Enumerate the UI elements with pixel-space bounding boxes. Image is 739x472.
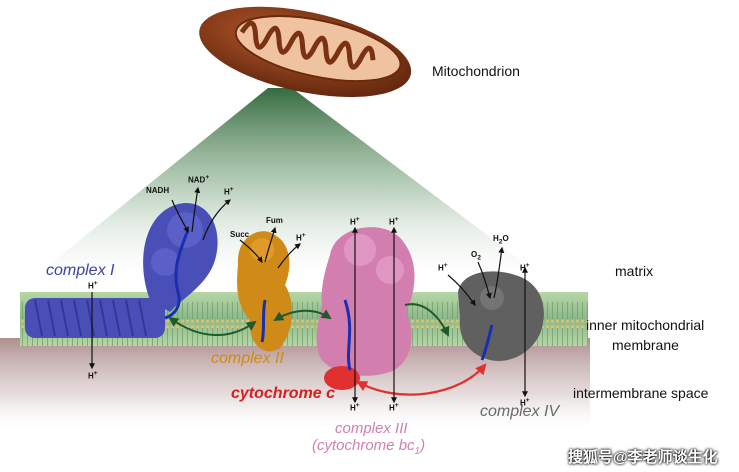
- h-label-c4-top: H+: [520, 262, 530, 273]
- h-label-c3-bottom-2: H+: [389, 402, 399, 413]
- succ-label: Succ: [230, 230, 250, 239]
- h-sup: +: [525, 262, 530, 269]
- h-label-c3-top-2: H+: [389, 216, 399, 227]
- mitochondrion-label: Mitochondrion: [432, 63, 520, 79]
- o2-sub: 2: [477, 254, 481, 262]
- complex-2-label: complex II: [211, 350, 284, 367]
- quinone-arrow-3: [404, 303, 450, 337]
- h2o-pre: H: [493, 234, 499, 243]
- h-label-c3-bottom-1: H+: [350, 402, 360, 413]
- h-sup: +: [93, 280, 98, 287]
- intermembrane-label: intermembrane space: [573, 385, 709, 401]
- nadh-label: NADH: [146, 186, 170, 195]
- cyt-c-arrow: [356, 363, 487, 396]
- h-sup: +: [394, 402, 399, 409]
- h-sup: +: [355, 402, 360, 409]
- arrow-c1-h-up: [202, 199, 231, 241]
- h-text: H: [438, 263, 444, 273]
- arrow-nad: [191, 186, 201, 233]
- arrow-c4-h: [447, 274, 476, 306]
- matrix-label: matrix: [615, 263, 654, 279]
- h-text: H: [520, 398, 526, 408]
- h-sup: +: [394, 216, 399, 223]
- complex-3-alt-text: (cytochrome bc: [312, 437, 415, 454]
- arrow-c2-h: [277, 243, 301, 269]
- h-label-c1-bottom: H+: [88, 370, 98, 381]
- complex-3-alt-sub: 1: [414, 446, 421, 457]
- h-sup: +: [525, 397, 530, 404]
- fum-label: Fum: [266, 216, 283, 225]
- h-sup: +: [229, 186, 234, 193]
- arrow-succ: [239, 239, 263, 263]
- quinone-arrow-2: [273, 309, 332, 322]
- watermark: 搜狐号@李老师谈生化: [568, 449, 718, 466]
- h2o-post: O: [502, 234, 509, 243]
- h-text: H: [389, 403, 395, 413]
- cytochrome-c-label: cytochrome c: [231, 385, 336, 402]
- arrow-o2: [477, 261, 492, 300]
- h-label-c2: H+: [296, 232, 306, 243]
- complex-1-label: complex I: [46, 262, 115, 279]
- nad-text: NAD: [188, 175, 206, 185]
- h-label-c1-top: H+: [224, 186, 234, 197]
- h-text: H: [224, 187, 230, 197]
- quinone-arrow-1: [168, 316, 257, 336]
- h-label-c4-left: H+: [438, 262, 448, 273]
- membrane-label-line1: inner mitochondrial: [586, 317, 705, 333]
- h-sup: +: [355, 216, 360, 223]
- h-sup: +: [301, 232, 306, 239]
- complex-3-alt-label: (cytochrome bc1): [312, 437, 425, 457]
- arrow-fum: [264, 226, 277, 263]
- nad-sup: +: [205, 174, 210, 181]
- complex-3-label: complex III: [335, 420, 408, 437]
- h-text: H: [350, 403, 356, 413]
- h-label-c3-top-1: H+: [350, 216, 360, 227]
- h-label-c1-mem: H+: [88, 280, 98, 291]
- h-sup: +: [443, 262, 448, 269]
- membrane-label-line2: membrane: [612, 337, 679, 353]
- arrow-h2o: [493, 246, 505, 299]
- h-text: H: [296, 233, 302, 243]
- o2-label: O2: [471, 250, 481, 262]
- complex-1-shape: [25, 203, 218, 338]
- nad-label: NAD+: [188, 174, 209, 185]
- h-sup: +: [93, 370, 98, 377]
- h-text: H: [88, 281, 94, 291]
- h-text: H: [389, 217, 395, 227]
- mitochondrion: [199, 6, 412, 98]
- o2-text: O: [471, 250, 478, 259]
- complex-3-alt-close: ): [420, 437, 426, 454]
- cytochrome-c-shape: [324, 366, 360, 390]
- h-text: H: [520, 263, 526, 273]
- electron-path: [164, 229, 494, 371]
- h2o-sub: 2: [498, 238, 503, 246]
- h-text: H: [350, 217, 356, 227]
- arrow-nadh: [171, 199, 189, 234]
- h-text: H: [88, 371, 94, 381]
- h-label-c4-bottom: H+: [520, 397, 530, 408]
- complex-4-label: complex IV: [480, 403, 560, 420]
- h2o-label: H2O: [493, 234, 509, 246]
